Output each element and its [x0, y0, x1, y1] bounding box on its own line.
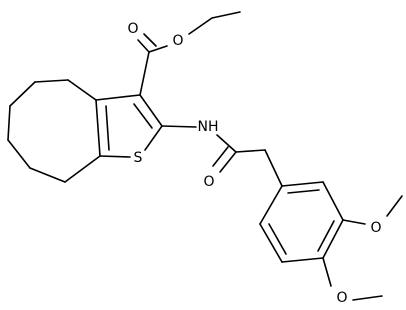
bond	[64, 155, 101, 183]
bond	[105, 105, 110, 151]
thiophene-sulfur-label: S	[134, 150, 143, 166]
ester-oxygen-label: O	[172, 33, 183, 49]
bond	[268, 223, 287, 255]
bond	[281, 257, 324, 263]
thiophene-ring	[95, 94, 163, 158]
bond	[352, 295, 383, 301]
bond	[212, 146, 229, 167]
bond	[29, 167, 66, 183]
bond	[188, 17, 213, 35]
methoxy-oxygen-upper-label: O	[370, 220, 381, 236]
amide-nitrogen-label: NH	[198, 119, 219, 135]
bond	[34, 79, 69, 83]
bond	[95, 99, 101, 157]
methoxy-oxygen-lower-label: O	[336, 290, 347, 306]
bond	[322, 181, 344, 221]
bond	[219, 151, 237, 173]
bond	[259, 185, 283, 225]
bond	[281, 181, 324, 187]
bond	[342, 219, 366, 225]
bond	[211, 11, 241, 19]
benzene-ring	[259, 181, 344, 263]
bond	[144, 125, 163, 151]
bond	[216, 134, 237, 153]
cyclooctane-ring	[7, 79, 101, 183]
bond	[259, 223, 283, 263]
bond	[143, 33, 157, 47]
bond	[133, 103, 153, 129]
bond	[137, 39, 150, 53]
bond	[139, 94, 163, 127]
methoxy-groups	[322, 195, 403, 301]
bond	[7, 105, 11, 141]
bond	[148, 45, 168, 53]
bond	[235, 149, 266, 153]
bond	[322, 219, 344, 259]
bond	[161, 125, 197, 128]
bond	[139, 51, 150, 96]
bond	[9, 81, 36, 107]
bond	[95, 94, 141, 101]
bond	[99, 155, 131, 158]
bond	[322, 257, 332, 287]
bond	[7, 139, 31, 169]
bond	[67, 79, 97, 101]
bond	[287, 189, 320, 194]
bond	[317, 220, 335, 252]
carbonyl-oxygen-label: O	[127, 21, 138, 37]
amide-oxygen-label: O	[203, 174, 214, 190]
bond	[386, 195, 403, 217]
ethyl-ester-group	[137, 11, 241, 96]
amide-group	[161, 125, 283, 187]
bond	[264, 149, 283, 187]
